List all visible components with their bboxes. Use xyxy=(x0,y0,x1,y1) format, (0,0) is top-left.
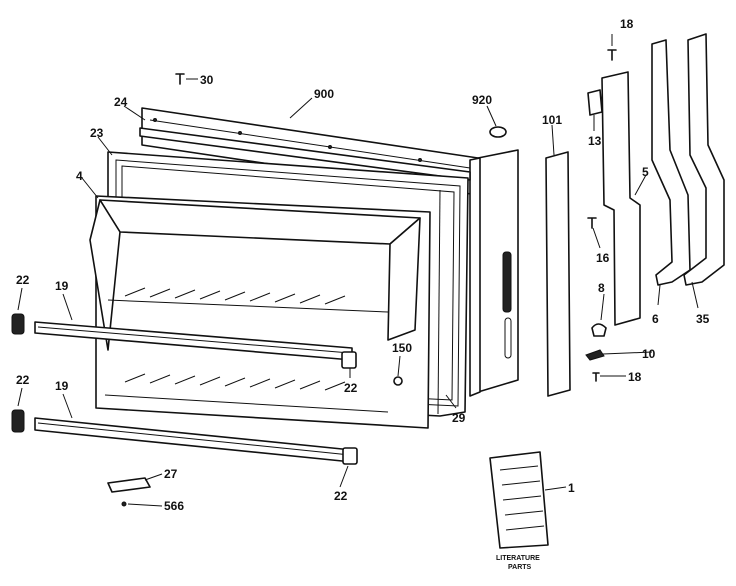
shelf-end-cap-right-upper xyxy=(341,351,357,369)
label-part-16: 16 xyxy=(596,251,610,265)
bracket-part-27 xyxy=(107,477,151,493)
hinge-bracket xyxy=(601,71,641,326)
screw-part-16 xyxy=(587,217,597,229)
door-liner xyxy=(89,195,431,429)
screw-part-30 xyxy=(175,73,185,85)
label-part-30: 30 xyxy=(200,73,214,87)
label-part-101: 101 xyxy=(542,113,562,127)
handle-trim xyxy=(683,33,725,286)
label-part-22-left-upper: 22 xyxy=(16,273,30,287)
screw-part-566 xyxy=(121,501,127,507)
literature-label-line2: PARTS xyxy=(508,564,532,571)
hinge-pin-part-10 xyxy=(585,349,605,361)
label-part-24: 24 xyxy=(114,95,128,109)
leader-lines xyxy=(17,34,699,507)
label-part-29: 29 xyxy=(452,411,466,425)
screw-part-18-top xyxy=(607,49,617,61)
literature-booklet: LITERATURE PARTS xyxy=(489,451,549,571)
screw-part-18-bottom xyxy=(592,372,600,382)
trim-strip xyxy=(545,151,571,397)
label-part-566: 566 xyxy=(164,499,184,513)
label-part-22-right-lower: 22 xyxy=(334,489,348,503)
plug-part xyxy=(489,126,507,138)
shelf-end-cap-left-upper xyxy=(11,313,25,335)
label-part-1: 1 xyxy=(568,481,575,495)
label-part-5: 5 xyxy=(642,165,649,179)
label-part-150: 150 xyxy=(392,341,412,355)
label-part-13: 13 xyxy=(588,134,602,148)
label-part-19-lower: 19 xyxy=(55,379,69,393)
label-part-27: 27 xyxy=(164,467,178,481)
label-part-22-right-upper: 22 xyxy=(344,381,358,395)
literature-label-line1: LITERATURE xyxy=(496,555,540,562)
label-part-18-top: 18 xyxy=(620,17,634,31)
label-part-22-left-lower: 22 xyxy=(16,373,30,387)
label-part-920: 920 xyxy=(472,93,492,107)
screw-part-150 xyxy=(393,376,403,386)
label-part-6: 6 xyxy=(652,312,659,326)
label-part-10: 10 xyxy=(642,347,656,361)
door-handle xyxy=(651,39,691,286)
door-shelf-bar-lower xyxy=(34,417,353,463)
label-part-18-bottom: 18 xyxy=(628,370,642,384)
label-part-900: 900 xyxy=(314,87,334,101)
shelf-end-cap-right-lower xyxy=(342,447,358,465)
cap-part-8 xyxy=(591,323,607,337)
label-part-23: 23 xyxy=(90,126,104,140)
label-part-4: 4 xyxy=(76,169,83,183)
callout-labels: 18 30 900 920 24 23 4 101 13 5 16 8 6 35… xyxy=(16,17,710,513)
label-part-19-upper: 19 xyxy=(55,279,69,293)
clip-part-13 xyxy=(587,89,603,116)
shelf-end-cap-left-lower xyxy=(11,409,25,433)
insulation-strip xyxy=(139,127,471,181)
label-part-8: 8 xyxy=(598,281,605,295)
label-part-35: 35 xyxy=(696,312,710,326)
